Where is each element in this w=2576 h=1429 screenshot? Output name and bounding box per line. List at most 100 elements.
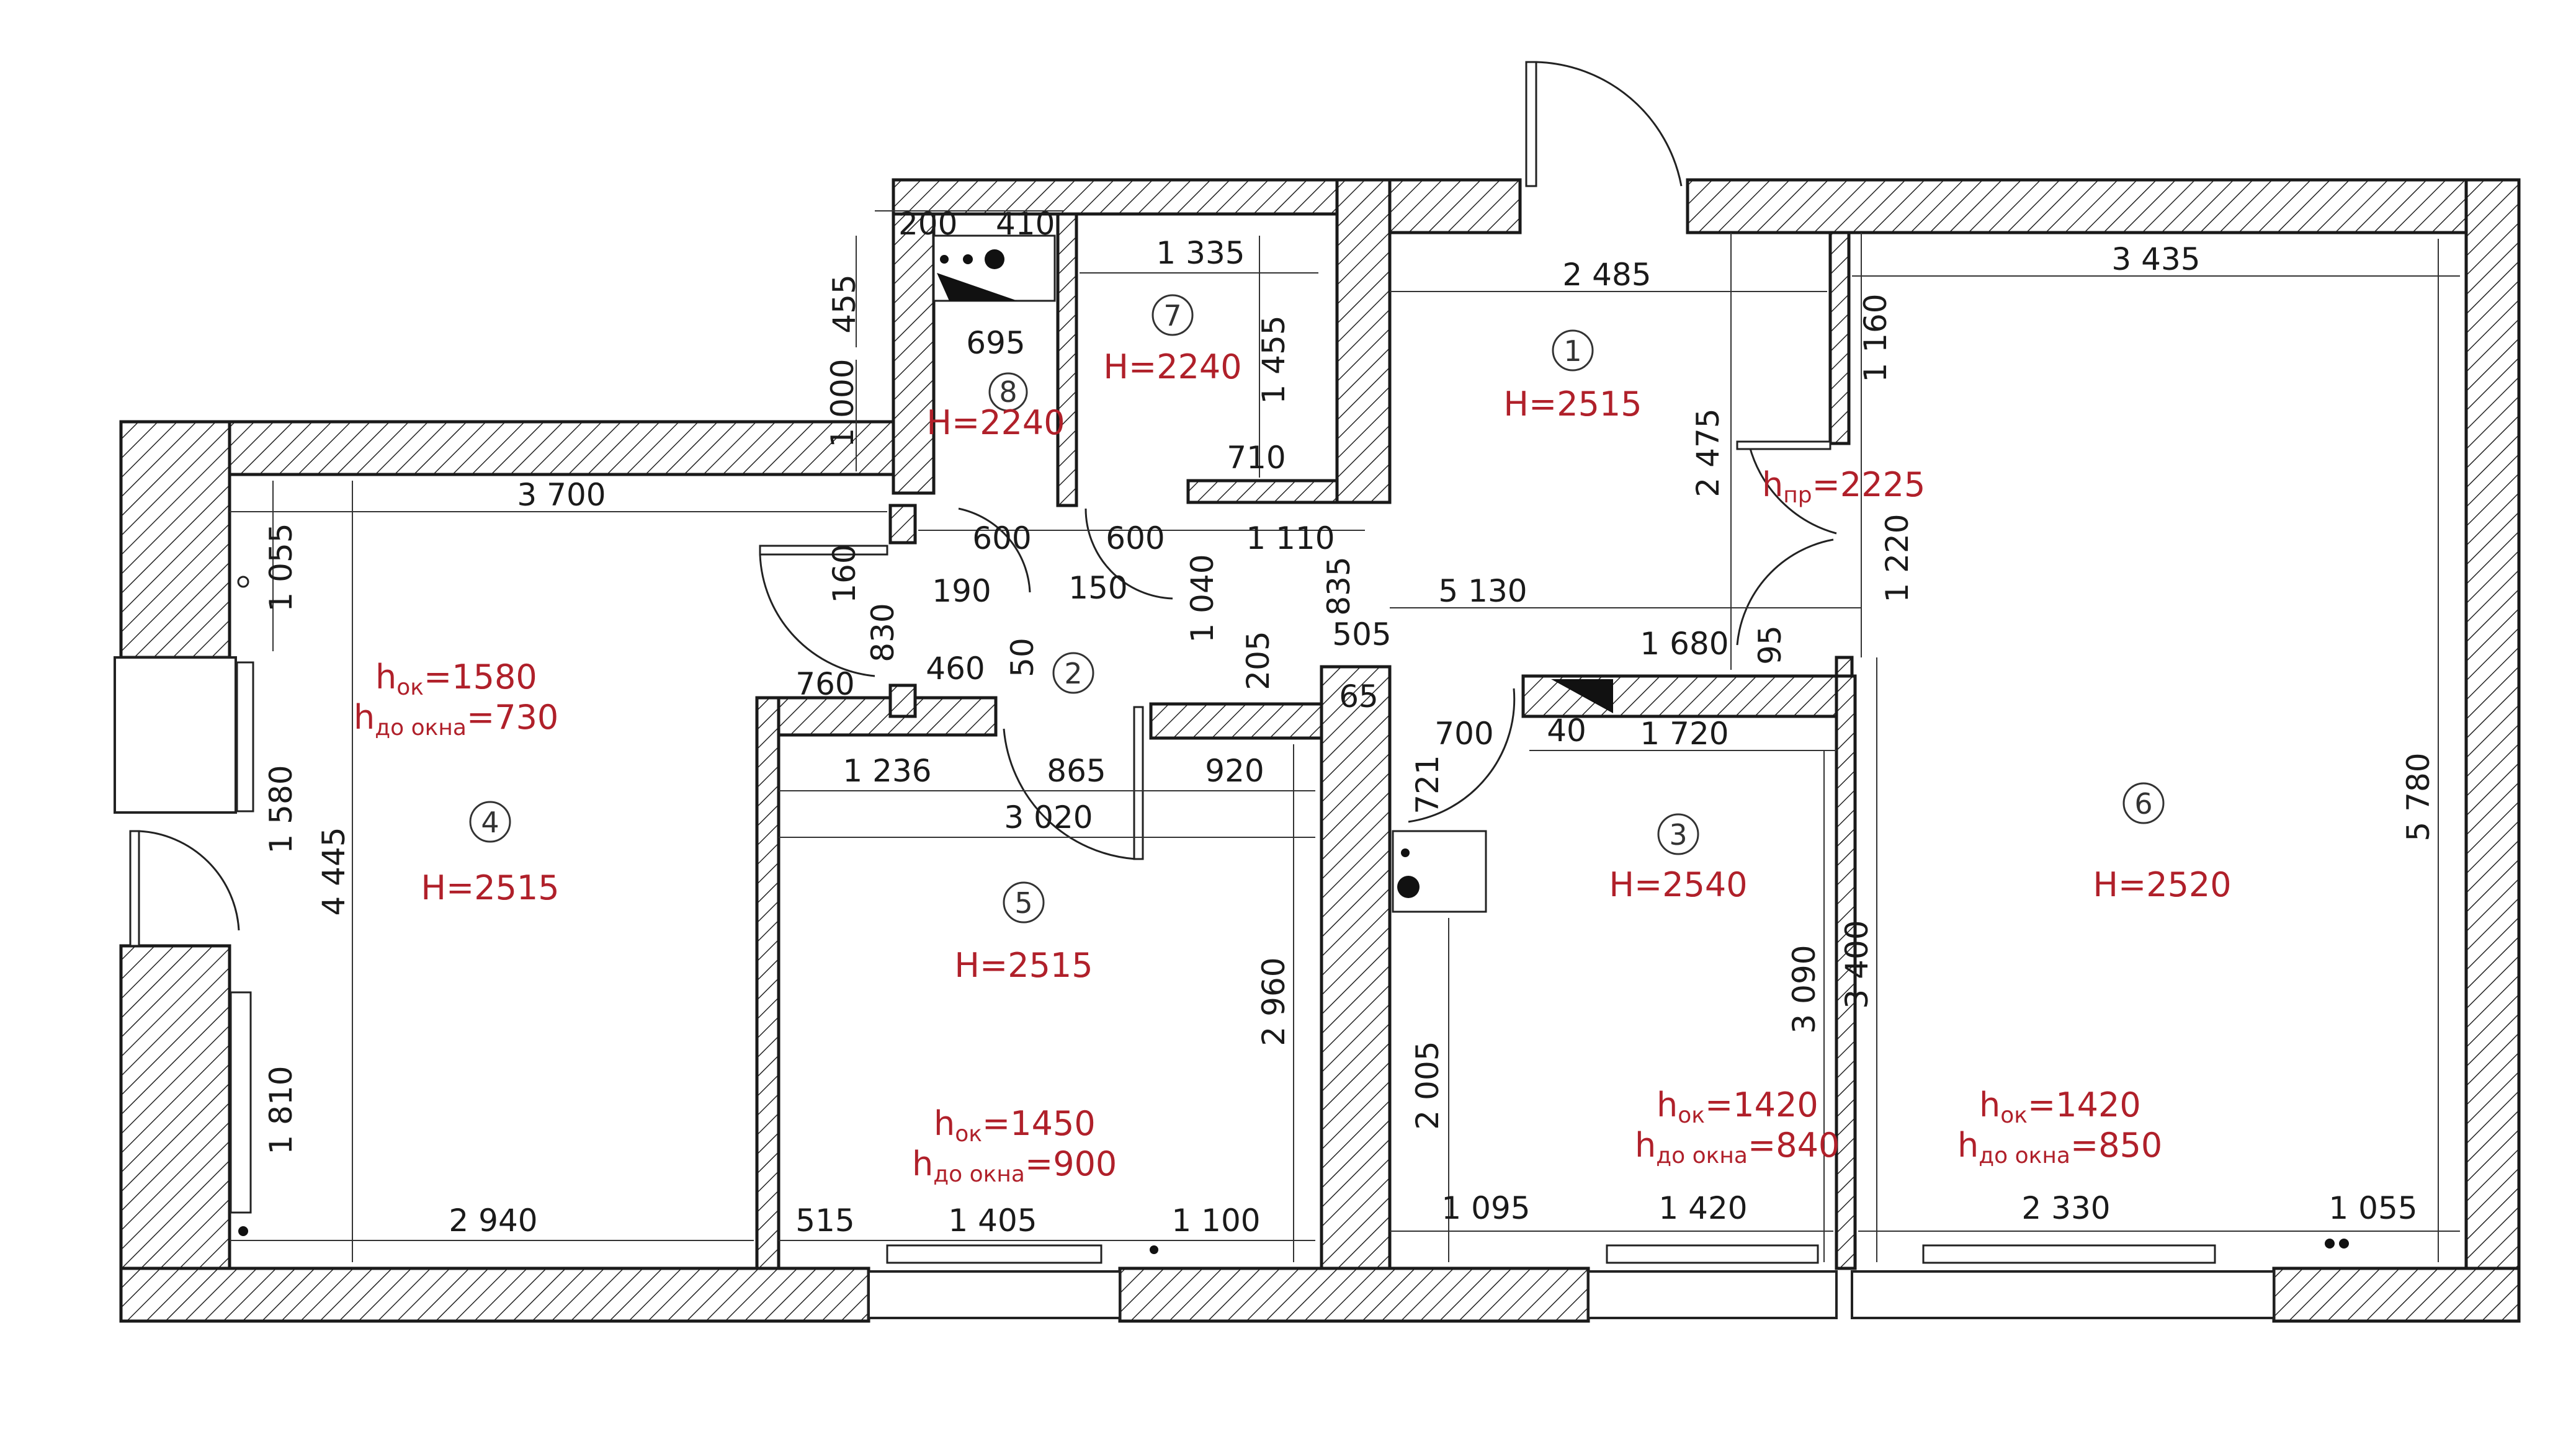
- window-notes: hок=1580 hдо окна=730 hок=1450 hдо окна=…: [354, 465, 2162, 1187]
- wall-room1-right: [1828, 231, 1851, 445]
- radiator-room6: [1922, 1244, 2216, 1264]
- wall-bottom-3: [2272, 1267, 2521, 1323]
- window-room4: [114, 656, 237, 814]
- window-height-note-room3: hок=1420: [1657, 1085, 1818, 1128]
- window-room3: [1587, 1270, 1838, 1319]
- window-height-note-room6: hок=1420: [1979, 1085, 2141, 1128]
- room-number: 6: [2134, 787, 2152, 821]
- room-number: 4: [481, 806, 499, 839]
- wall-room5-right: [1320, 665, 1392, 1270]
- dimension-label: 50: [1004, 638, 1040, 677]
- dimension-label: 1 420: [1658, 1190, 1747, 1226]
- dimension-label: 1 220: [1879, 514, 1915, 602]
- window-room5: [867, 1270, 1121, 1319]
- room-number: 2: [1064, 657, 1082, 690]
- windows: [114, 656, 2275, 1319]
- dimension-label: 2 960: [1256, 957, 1292, 1046]
- door-room4-leaf: [129, 830, 140, 947]
- dimension-label: 1 580: [263, 765, 299, 853]
- dimension-label: 1 236: [843, 753, 931, 789]
- door-entrance-swing: [1536, 61, 1683, 187]
- room-7-marker: 7 H=2240: [1103, 294, 1242, 386]
- dimension-label: 200: [898, 206, 957, 242]
- dimension-label: 600: [1106, 520, 1165, 556]
- dimension-label: 1 720: [1640, 716, 1729, 752]
- room-height: H=2520: [2093, 865, 2231, 904]
- door-room4-swing: [138, 830, 240, 931]
- room-number: 3: [1669, 818, 1687, 852]
- window-room6: [1851, 1270, 2275, 1319]
- room-markers: 1 H=2515 2 3 H=2540 4 H=2515 5 H=2515 6 …: [421, 294, 2232, 985]
- dimension-label: 835: [1321, 556, 1357, 615]
- drain-dot: [940, 255, 949, 264]
- kitchen-counter: [1392, 830, 1487, 913]
- room-height: H=2515: [954, 946, 1093, 985]
- wall-core: [1335, 178, 1392, 504]
- wall-pier-2: [888, 683, 917, 718]
- dimension-label: 1 110: [1246, 520, 1335, 556]
- dimension-label: 600: [972, 520, 1031, 556]
- dimension-label: 2 330: [2021, 1190, 2110, 1226]
- dimension-label: 205: [1240, 631, 1276, 690]
- wall-room5-top-left: [755, 696, 998, 737]
- dimension-label: 515: [795, 1203, 854, 1239]
- dimension-label: 3 435: [2111, 241, 2200, 277]
- dimension-label: 760: [795, 666, 854, 702]
- door-room6-leaf: [1736, 440, 1831, 450]
- dimension-label: 710: [1227, 440, 1286, 476]
- wall-pier-1: [888, 504, 917, 545]
- door-room6-lower-swing: [1736, 538, 1834, 646]
- dimension-label: 1 680: [1640, 626, 1729, 662]
- dimension-label: 95: [1752, 625, 1788, 665]
- walls: [119, 178, 2521, 1323]
- wall-bath-left: [892, 212, 936, 495]
- dimension-label: 3 700: [517, 477, 606, 513]
- dimension-label: 1 095: [1441, 1190, 1530, 1226]
- riser-dot: [985, 249, 1004, 269]
- drain-dot: [1401, 848, 1410, 857]
- sill-height-note-room6: hдо окна=850: [1957, 1126, 2162, 1169]
- dimension-label: 150: [1068, 570, 1127, 606]
- dimension-label: 410: [996, 206, 1055, 242]
- doors: [129, 61, 1837, 947]
- door-bath8-swing: [958, 507, 1031, 593]
- dimension-label: 1 455: [1256, 315, 1292, 404]
- room-1-marker: 1 H=2515: [1503, 329, 1642, 424]
- room-3-marker: 3 H=2540: [1609, 813, 1748, 904]
- window-height-note-room5: hок=1450: [934, 1104, 1096, 1147]
- room-8-marker: 8 H=2240: [926, 372, 1065, 442]
- room-height: H=2515: [1503, 385, 1642, 424]
- room-height: H=2240: [1103, 347, 1241, 386]
- dimension-label: 160: [826, 544, 862, 603]
- room-height: H=2515: [421, 868, 559, 907]
- wall-room7-bottom: [1186, 479, 1339, 504]
- outlet-dot: [2325, 1239, 2335, 1249]
- dimension-label: 1 810: [263, 1066, 299, 1154]
- room-5-marker: 5 H=2515: [954, 881, 1093, 985]
- riser-dot: [1397, 876, 1420, 898]
- door-entrance-leaf: [1525, 61, 1537, 187]
- dimension-label: 460: [926, 651, 985, 687]
- wall-top-small: [892, 178, 1339, 216]
- dimension-label: 455: [826, 274, 862, 333]
- dimension-label: 2 485: [1562, 257, 1651, 293]
- dimension-label: 700: [1434, 716, 1493, 752]
- door-room4-inner-leaf: [759, 545, 888, 556]
- dimension-label: 5 780: [2400, 752, 2436, 841]
- sill-height-note-room4: hдо окна=730: [354, 698, 558, 741]
- door-room4-inner-swing: [759, 554, 875, 677]
- drain-dot: [963, 254, 973, 264]
- dimension-label: 5 130: [1438, 573, 1527, 609]
- room-height: H=2540: [1609, 865, 1747, 904]
- wall-left-top: [119, 420, 231, 659]
- room-6-marker: 6 H=2520: [2093, 782, 2232, 904]
- room-number: 8: [999, 375, 1017, 409]
- sill-height-note-room5: hдо окна=900: [912, 1144, 1117, 1187]
- sill-height-note-room3: hдо окна=840: [1635, 1126, 1840, 1169]
- shaft: [1551, 679, 1613, 713]
- dimension-label: 505: [1332, 617, 1391, 652]
- wall-bottom-1: [119, 1267, 870, 1323]
- dimension-label: 865: [1047, 753, 1106, 789]
- wall-right: [2464, 178, 2521, 1323]
- door-room5-swing: [1003, 728, 1136, 860]
